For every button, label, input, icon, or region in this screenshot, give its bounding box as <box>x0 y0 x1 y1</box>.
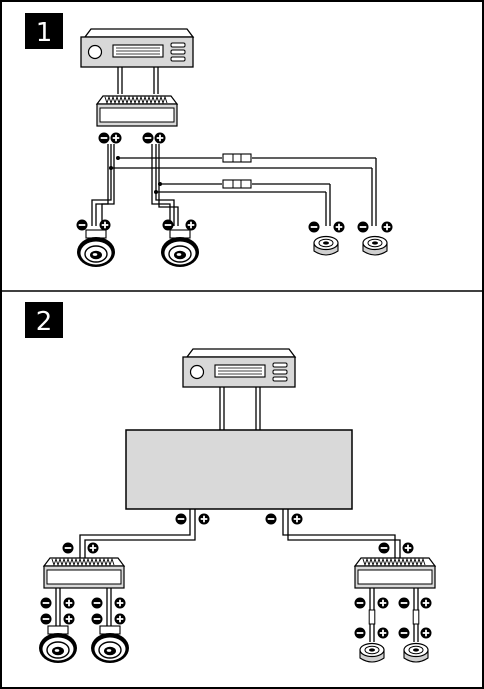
plus-terminal-icon <box>382 222 393 233</box>
minus-terminal-icon <box>77 220 88 231</box>
step-label-1: 1 <box>36 18 53 48</box>
minus-terminal-icon <box>63 543 74 554</box>
plus-terminal-icon <box>199 514 210 525</box>
plus-terminal-icon <box>115 614 126 625</box>
woofer-speaker-icon <box>77 230 115 267</box>
panel-2: 2 <box>25 302 435 663</box>
minus-terminal-icon <box>379 543 390 554</box>
minus-terminal-icon <box>92 614 103 625</box>
tweeter-speaker-icon <box>314 237 338 256</box>
minus-terminal-icon <box>163 220 174 231</box>
inline-capacitor-filter-icon <box>223 154 251 162</box>
plus-terminal-icon <box>378 598 389 609</box>
minus-terminal-icon <box>99 133 110 144</box>
plus-terminal-icon <box>64 614 75 625</box>
minus-terminal-icon <box>399 598 410 609</box>
woofer-speaker-icon <box>91 626 129 663</box>
inline-capacitor-filter-icon <box>413 610 419 624</box>
car-stereo-icon <box>183 349 295 387</box>
plus-terminal-icon <box>100 220 111 231</box>
amplifier-box <box>126 430 352 509</box>
woofer-speaker-icon <box>161 230 199 267</box>
input-cable <box>220 387 260 430</box>
minus-terminal-icon <box>266 514 277 525</box>
panel-1: 1 <box>25 13 393 267</box>
tweeter-speaker-icon <box>404 644 428 663</box>
tweeter-wires <box>370 588 418 642</box>
plus-terminal-icon <box>378 628 389 639</box>
plus-terminal-icon <box>292 514 303 525</box>
minus-terminal-icon <box>355 628 366 639</box>
minus-terminal-icon <box>92 598 103 609</box>
crossover-module-icon <box>355 558 435 588</box>
input-cable <box>118 67 158 94</box>
crossover-module-icon <box>44 558 124 588</box>
minus-terminal-icon <box>143 133 154 144</box>
plus-terminal-icon <box>115 598 126 609</box>
step-label-2: 2 <box>36 307 53 337</box>
inline-capacitor-filter-icon <box>369 610 375 624</box>
minus-terminal-icon <box>399 628 410 639</box>
plus-terminal-icon <box>155 133 166 144</box>
plus-terminal-icon <box>88 543 99 554</box>
plus-terminal-icon <box>421 598 432 609</box>
inline-capacitor-filter-icon <box>223 180 251 188</box>
tweeter-speaker-icon <box>363 237 387 256</box>
plus-terminal-icon <box>403 543 414 554</box>
minus-terminal-icon <box>176 514 187 525</box>
crossover-module-icon <box>97 96 177 126</box>
plus-terminal-icon <box>186 220 197 231</box>
step-badge-2: 2 <box>25 302 63 338</box>
minus-terminal-icon <box>355 598 366 609</box>
plus-terminal-icon <box>334 222 345 233</box>
car-stereo-icon <box>81 29 193 67</box>
amp-output-cables <box>80 509 400 558</box>
minus-terminal-icon <box>41 598 52 609</box>
plus-terminal-icon <box>421 628 432 639</box>
plus-terminal-icon <box>64 598 75 609</box>
minus-terminal-icon <box>309 222 320 233</box>
minus-terminal-icon <box>358 222 369 233</box>
minus-terminal-icon <box>41 614 52 625</box>
step-badge-1: 1 <box>25 13 63 49</box>
tweeter-speaker-icon <box>360 644 384 663</box>
woofer-speaker-icon <box>39 626 77 663</box>
plus-terminal-icon <box>111 133 122 144</box>
